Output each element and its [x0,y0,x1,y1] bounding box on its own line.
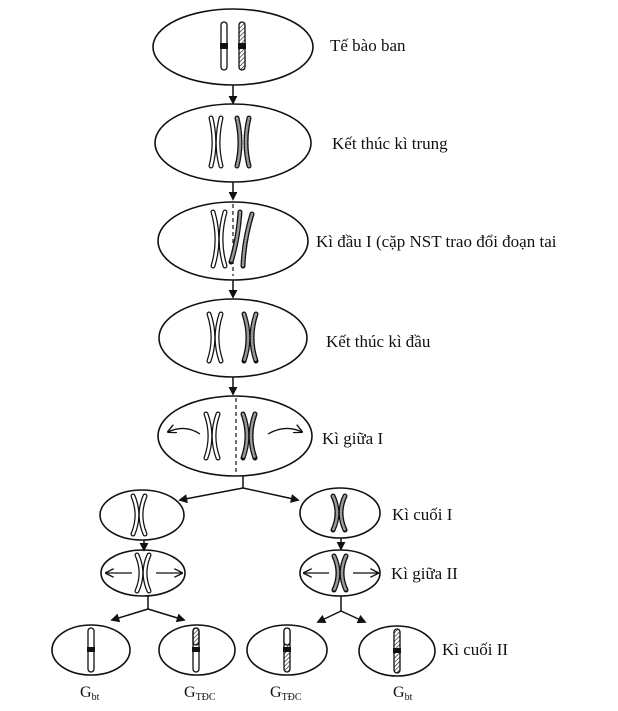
cell-ki-giua-II-left [100,549,186,597]
split-connector-II-right [316,596,367,624]
label-ki-cuoi-II: Kì cuối II [442,640,509,659]
cell-ki-giua-I [157,395,313,477]
gamete-cell-3 [246,624,328,676]
split-connector-II-left [110,596,186,623]
label-ki-dau-I: Kì đầu I (cặp NST trao đổi đoạn tai [316,232,557,251]
label-ki-giua-I: Kì giữa I [322,429,384,448]
cell-ki-dau-I [157,201,309,281]
cell-ket-thuc-ki-trung [154,103,312,183]
label-te-bao-ban: Tế bào ban [330,36,406,55]
label-ki-cuoi-I: Kì cuối I [392,505,453,524]
gamete-label-4: Gbt [393,684,413,703]
cell-ki-cuoi-I-right [299,487,381,539]
cell-ket-thuc-ki-dau [158,298,308,378]
cell-ki-cuoi-I-left [99,489,185,541]
gamete-label-2: GTĐC [184,684,216,703]
chromosome-pair-hatched [234,115,252,169]
chromosome-hatched [238,21,246,71]
cell-ki-giua-II-right [299,549,381,597]
label-ket-thuc-ki-trung: Kết thúc kì trung [332,134,448,153]
label-ket-thuc-ki-dau: Kết thúc kì đầu [326,332,431,351]
gamete-cell-1 [51,624,131,676]
gamete-label-3: GTĐC [270,684,302,703]
gamete-label-1: Gbt [80,684,100,703]
chromosome-plain [220,21,228,71]
gamete-cell-2 [158,624,236,676]
gamete-cell-4 [358,625,436,677]
label-ki-giua-II: Kì giữa II [391,564,458,583]
split-connector-I [178,476,300,504]
chromosome-pair-plain [208,115,224,169]
cell-te-bao-ban [152,8,314,86]
